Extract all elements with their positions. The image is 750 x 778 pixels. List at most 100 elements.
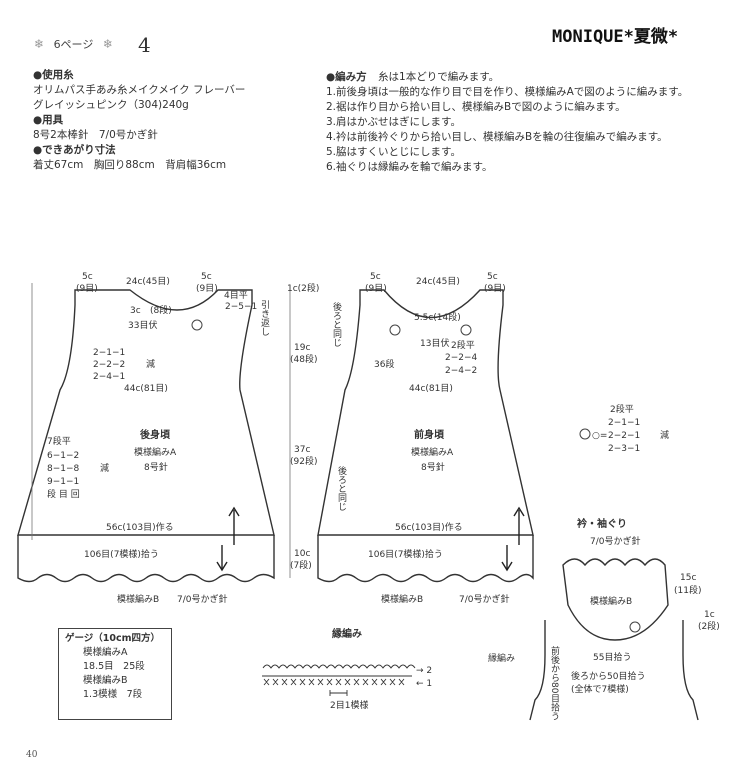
gauge-a-label: 模様編みA <box>83 647 128 658</box>
edging-row1: ← 1 <box>416 679 432 689</box>
formula-r2: 2−2−1 <box>608 431 640 441</box>
gauge-b-value: 1.3模様 7段 <box>83 689 143 700</box>
back-neck-depth-rows: (8段) <box>150 304 172 316</box>
formula-flat: 2段平 <box>610 403 634 415</box>
front-hook: 7/0号かぎ針 <box>459 593 510 605</box>
back-side1: 6−1−2 <box>47 451 79 461</box>
formula-r3: 2−3−1 <box>608 444 640 454</box>
collar-height-rows: (11段) <box>674 584 701 596</box>
front-rows36: 36段 <box>374 358 394 370</box>
back-neck-bind: 33目伏 <box>128 319 157 331</box>
collar-title: 衿・袖ぐり <box>577 517 627 530</box>
collar-back-pickup-2: (全体で7模様) <box>571 683 629 695</box>
method-step: 5.脇はすくいとじにします。 <box>326 146 461 158</box>
back-neck-depth: 3c <box>130 306 141 316</box>
page-ref-label: 6ページ <box>53 38 94 51</box>
back-hem-pattern: 模様編みB <box>117 593 159 605</box>
front-needle: 8号針 <box>421 461 445 473</box>
length-body: 37c <box>294 445 310 455</box>
neck-marker-icon <box>460 324 472 336</box>
collar-edge-rows: (2段) <box>698 620 720 632</box>
edging-repeat: 2目1模様 <box>330 699 368 711</box>
back-short-row-label: 引き返し <box>259 300 270 336</box>
gauge-a-value: 18.5目 25段 <box>83 661 145 672</box>
back-dec3: 2−4−1 <box>93 372 125 382</box>
back-shoulder-l-sts: (9目) <box>76 283 98 294</box>
method-step: 1.前後身頃は一般的な作り目で目を作り、模様編みAで図のように編みます。 <box>326 86 689 98</box>
back-shoulder-l: 5c <box>82 272 93 282</box>
formula-r1: 2−1−1 <box>608 418 640 428</box>
formula-label: 減 <box>660 429 669 441</box>
front-dec1: 2−2−4 <box>445 353 478 363</box>
back-side2: 8−1−8 <box>47 464 80 474</box>
front-neck-width: 24c(45目) <box>416 276 460 287</box>
back-side-label: 減 <box>100 462 109 474</box>
back-side-flat: 7段平 <box>47 435 71 447</box>
front-hem-outline <box>317 535 534 583</box>
tools-heading: ●用具 <box>33 114 64 126</box>
collar-pattern: 模様編みB <box>590 595 632 607</box>
edging-title: 縁編み <box>332 627 362 640</box>
back-neck-width: 24c(45目) <box>126 276 170 287</box>
yarn-line2: グレイッシュピンク（304)240g <box>33 99 189 111</box>
edging-row2: → 2 <box>416 666 432 676</box>
yarn-heading: ●使用糸 <box>33 69 74 81</box>
back-short-row: 2−5−1 <box>225 302 257 312</box>
gauge-box: ゲージ（10cm四方） 模様編みA 18.5目 25段 模様編みB 1.3模様 … <box>58 628 172 720</box>
gauge-title: ゲージ（10cm四方） <box>65 633 161 644</box>
front-same-back: 後ろと同じ <box>331 301 342 347</box>
method-step: 3.肩はかぶせはぎにします。 <box>326 116 461 128</box>
front-neck-bind: 13目伏 <box>420 337 449 349</box>
front-dec2: 2−4−2 <box>445 366 477 376</box>
back-cast-on: 56c(103目)作る <box>106 521 174 533</box>
back-dec2: 2−2−2 <box>93 360 125 370</box>
size-heading: ●できあがり寸法 <box>33 144 116 156</box>
back-hook: 7/0号かぎ針 <box>177 593 228 605</box>
front-pickup: 106目(7模様)拾う <box>368 548 443 560</box>
back-pattern: 模様編みA <box>134 446 177 458</box>
page-number: 40 <box>26 750 38 760</box>
neck-marker-icon <box>191 319 203 331</box>
watermark-title: MONIQUE*夏微* <box>552 27 679 47</box>
front-hem-pattern: 模様編みB <box>381 593 423 605</box>
method-step: 4.衿は前後衿ぐりから拾い目し、模様編みBを輪の往復編みで編みます。 <box>326 131 668 143</box>
back-shoulder-r-sts: (9目) <box>196 283 218 294</box>
collar-pickup: 55目拾う <box>593 651 631 663</box>
length-armhole-rows: (48段) <box>290 353 317 365</box>
front-shoulder-r: 5c <box>487 272 498 282</box>
method-intro: 糸は1本どりで編みます。 <box>378 71 500 83</box>
front-cast-on: 56c(103目)作る <box>395 521 463 533</box>
front-shoulder-r-sts: (9目) <box>484 283 506 294</box>
length-armhole: 19c <box>294 343 310 353</box>
gauge-b-label: 模様編みB <box>83 675 128 686</box>
direction-arrows <box>216 506 525 572</box>
back-chest: 44c(81目) <box>124 383 168 394</box>
back-hem-outline <box>17 535 275 583</box>
back-side3: 9−1−1 <box>47 477 79 487</box>
front-chest: 44c(81目) <box>409 383 453 394</box>
collar-marker-icon <box>629 621 641 633</box>
method-section: ●編み方 糸は1本どりで編みます。 1.前後身頃は一般的な作り目で目を作り、模様… <box>326 70 688 175</box>
formula-circle-icon <box>579 428 591 440</box>
armhole-edge-right <box>682 620 699 721</box>
collar-edge-width: 1c <box>704 610 715 620</box>
front-title: 前身頃 <box>414 428 445 441</box>
front-flat2: 2段平 <box>451 339 475 351</box>
page-reference: ❄ 6ページ ❄ <box>34 36 113 52</box>
snowflake-icon: ❄ <box>102 37 113 51</box>
yarn-line1: オリムパス手あみ糸メイクメイク フレーバー <box>33 84 246 96</box>
back-shoulder-r: 5c <box>201 272 212 282</box>
length-body-rows: (92段) <box>290 455 317 467</box>
collar-height: 15c <box>680 573 696 583</box>
size-line: 着丈67cm 胸回り88cm 背肩幅36cm <box>33 159 227 171</box>
back-flat4: 4目平 <box>224 290 248 301</box>
back-side-legend: 段 目 回 <box>47 488 80 500</box>
tools-line: 8号2本棒針 7/0号かぎ針 <box>33 129 158 141</box>
collar-outline <box>562 558 669 641</box>
front-neck-depth: 5.5c(14段) <box>414 311 461 323</box>
neck-marker-icon <box>389 324 401 336</box>
collar-back-pickup: 後ろから50目拾う <box>571 670 645 682</box>
back-title: 後身頃 <box>140 428 171 441</box>
method-heading: ●編み方 <box>326 71 367 83</box>
